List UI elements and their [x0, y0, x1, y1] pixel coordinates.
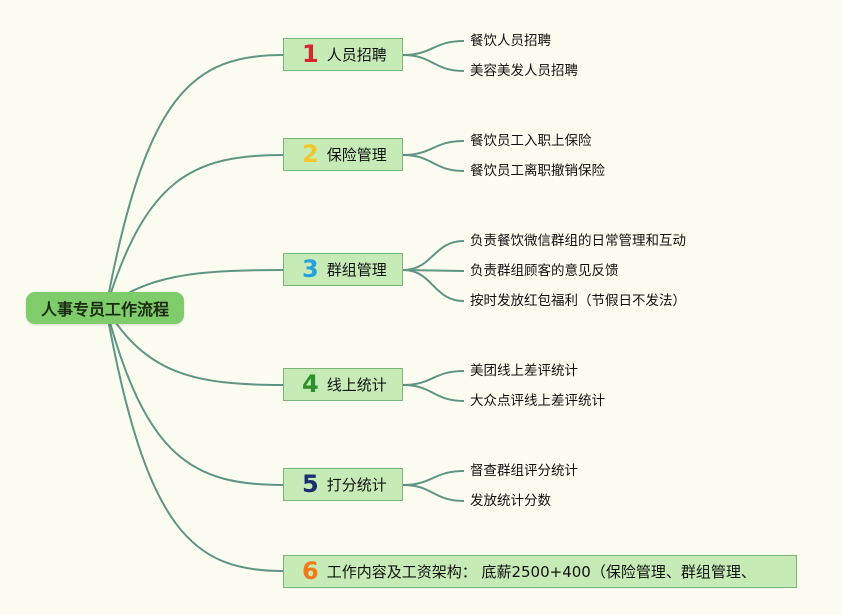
branch-label: 工作内容及工资架构： 底薪2500+400（保险管理、群组管理、: [326, 563, 756, 581]
connector-line: [105, 54, 284, 309]
branch-label: 打分统计: [326, 476, 387, 494]
number-4-icon: 4: [302, 369, 319, 398]
connector-line: [105, 307, 284, 572]
leaf-node[interactable]: 餐饮人员招聘: [470, 33, 551, 49]
connector-line: [402, 40, 465, 56]
connector-line: [105, 307, 284, 386]
connector-line: [402, 54, 465, 72]
connector-line: [402, 154, 465, 172]
connector-line: [402, 140, 465, 156]
number-3-icon: 3: [302, 254, 319, 283]
branch-node-online-stats[interactable]: 4 线上统计: [283, 368, 403, 401]
leaf-node[interactable]: 督查群组评分统计: [470, 463, 578, 479]
connector-line: [402, 484, 465, 502]
root-node-label: 人事专员工作流程: [40, 300, 169, 319]
leaf-node[interactable]: 大众点评线上差评统计: [470, 393, 605, 409]
connector-line: [402, 269, 465, 302]
leaf-node[interactable]: 发放统计分数: [470, 493, 551, 509]
leaf-node[interactable]: 美团线上差评统计: [470, 363, 578, 379]
number-6-icon: 6: [302, 556, 319, 585]
branch-label: 保险管理: [326, 146, 387, 164]
branch-label: 群组管理: [326, 261, 387, 279]
branch-node-group-management[interactable]: 3 群组管理: [283, 253, 403, 286]
branch-node-insurance[interactable]: 2 保险管理: [283, 138, 403, 171]
connector-line: [402, 370, 465, 386]
leaf-node[interactable]: 按时发放红包福利（节假日不发法）: [470, 293, 686, 309]
leaf-node[interactable]: 餐饮员工离职撤销保险: [470, 163, 605, 179]
leaf-node[interactable]: 负责群组顾客的意见反馈: [470, 263, 619, 279]
number-1-icon: 1: [302, 39, 319, 68]
number-2-icon: 2: [302, 139, 319, 168]
connector-line: [402, 240, 465, 271]
connector-line: [402, 470, 465, 486]
connector-line: [105, 154, 284, 309]
number-5-icon: 5: [302, 469, 319, 498]
branch-label: 线上统计: [326, 376, 387, 394]
connector-line: [105, 307, 284, 486]
leaf-node[interactable]: 餐饮员工入职上保险: [470, 133, 592, 149]
root-node[interactable]: 人事专员工作流程: [26, 292, 184, 324]
branch-node-score-stats[interactable]: 5 打分统计: [283, 468, 403, 501]
branch-label: 人员招聘: [326, 46, 387, 64]
branch-node-recruitment[interactable]: 1 人员招聘: [283, 38, 403, 71]
leaf-node[interactable]: 美容美发人员招聘: [470, 63, 578, 79]
connector-line: [402, 384, 465, 402]
branch-node-salary-structure[interactable]: 6 工作内容及工资架构： 底薪2500+400（保险管理、群组管理、: [283, 555, 797, 588]
connector-line: [402, 269, 465, 272]
leaf-node[interactable]: 负责餐饮微信群组的日常管理和互动: [470, 233, 686, 249]
